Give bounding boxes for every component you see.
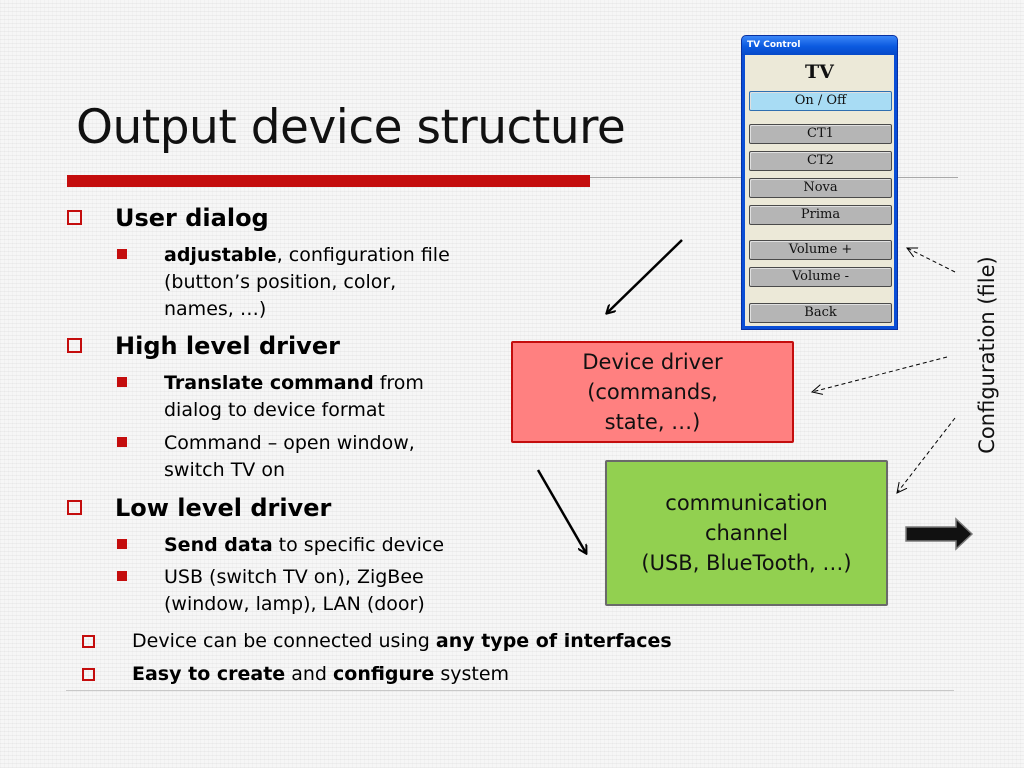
bullet-user-dialog: User dialog [67, 204, 269, 232]
volume-down-button[interactable]: Volume - [749, 267, 892, 287]
output-block-arrow-icon [905, 517, 974, 551]
sub-bullet-adjustable: adjustable, configuration file (button’s… [117, 242, 524, 323]
sub-bullet-bold: Send data [164, 534, 273, 556]
sub-bullet-send-data: Send data to specific device [117, 532, 524, 559]
bottom-bullet-bold: configure [333, 663, 435, 685]
ct2-button[interactable]: CT2 [749, 151, 892, 171]
arrow-driver-to-channel [536, 469, 586, 553]
sub-bullet-translate-command: Translate command from dialog to device … [117, 370, 504, 424]
filled-square-bullet-icon [117, 571, 127, 581]
on-off-button[interactable]: On / Off [749, 91, 892, 111]
bottom-bullet-bold: any type of interfaces [435, 630, 672, 652]
sub-bullet-text: USB (switch TV on), ZigBee (window, lamp… [164, 566, 425, 615]
sub-bullet-bold: adjustable [164, 244, 277, 266]
bottom-bullet-bold: Easy to create [132, 663, 286, 685]
hollow-square-bullet-icon [67, 338, 82, 353]
volume-up-button[interactable]: Volume + [749, 240, 892, 260]
sub-bullet-usb-zigbee-lan: USB (switch TV on), ZigBee (window, lamp… [117, 564, 524, 618]
prima-button[interactable]: Prima [749, 205, 892, 225]
dashed-arrow-config-to-driver [812, 356, 948, 392]
bottom-bullet-text: and [285, 663, 333, 685]
bottom-bullet-interfaces: Device can be connected using any type o… [82, 630, 672, 652]
title-underline-red [67, 175, 590, 187]
configuration-file-label: Configuration (file) [975, 256, 999, 454]
footer-divider [66, 690, 954, 691]
tv-window-client: TV On / Off CT1 CT2 Nova Prima Volume + … [745, 55, 894, 326]
device-driver-box: Device driver (commands, state, …) [511, 341, 794, 443]
bottom-bullet-text: Device can be connected using [132, 630, 436, 652]
bullet-label: User dialog [115, 204, 269, 232]
sub-bullet-command-example: Command – open window, switch TV on [117, 430, 504, 484]
tv-heading: TV [805, 61, 834, 83]
arrow-dialog-to-driver [607, 239, 683, 313]
sub-bullet-text: Command – open window, switch TV on [164, 432, 415, 481]
filled-square-bullet-icon [117, 249, 127, 259]
tv-control-window: TV Control TV On / Off CT1 CT2 Nova Prim… [741, 35, 898, 330]
tv-window-titlebar[interactable]: TV Control [742, 36, 897, 55]
filled-square-bullet-icon [117, 437, 127, 447]
sub-bullet-text: , configuration file (button’s position,… [164, 244, 450, 320]
dashed-arrow-config-to-channel [897, 417, 956, 493]
bullet-label: Low level driver [115, 494, 332, 522]
hollow-square-bullet-icon [82, 635, 95, 648]
communication-channel-box: communication channel (USB, BlueTooth, …… [605, 460, 888, 606]
bullet-low-level-driver: Low level driver [67, 494, 332, 522]
sub-bullet-bold: Translate command [164, 372, 374, 394]
bottom-bullet-text: system [434, 663, 510, 685]
sub-bullet-text: to specific device [272, 534, 445, 556]
hollow-square-bullet-icon [82, 668, 95, 681]
filled-square-bullet-icon [117, 377, 127, 387]
bottom-bullet-easy-create: Easy to create and configure system [82, 663, 510, 685]
ct1-button[interactable]: CT1 [749, 124, 892, 144]
nova-button[interactable]: Nova [749, 178, 892, 198]
dashed-arrow-config-to-window [907, 248, 956, 273]
filled-square-bullet-icon [117, 539, 127, 549]
back-button[interactable]: Back [749, 303, 892, 323]
bullet-label: High level driver [115, 332, 340, 360]
bullet-high-level-driver: High level driver [67, 332, 340, 360]
sub-bullet-text: from dialog to device format [164, 372, 424, 421]
hollow-square-bullet-icon [67, 210, 82, 225]
hollow-square-bullet-icon [67, 500, 82, 515]
slide-title: Output device structure [76, 100, 626, 155]
